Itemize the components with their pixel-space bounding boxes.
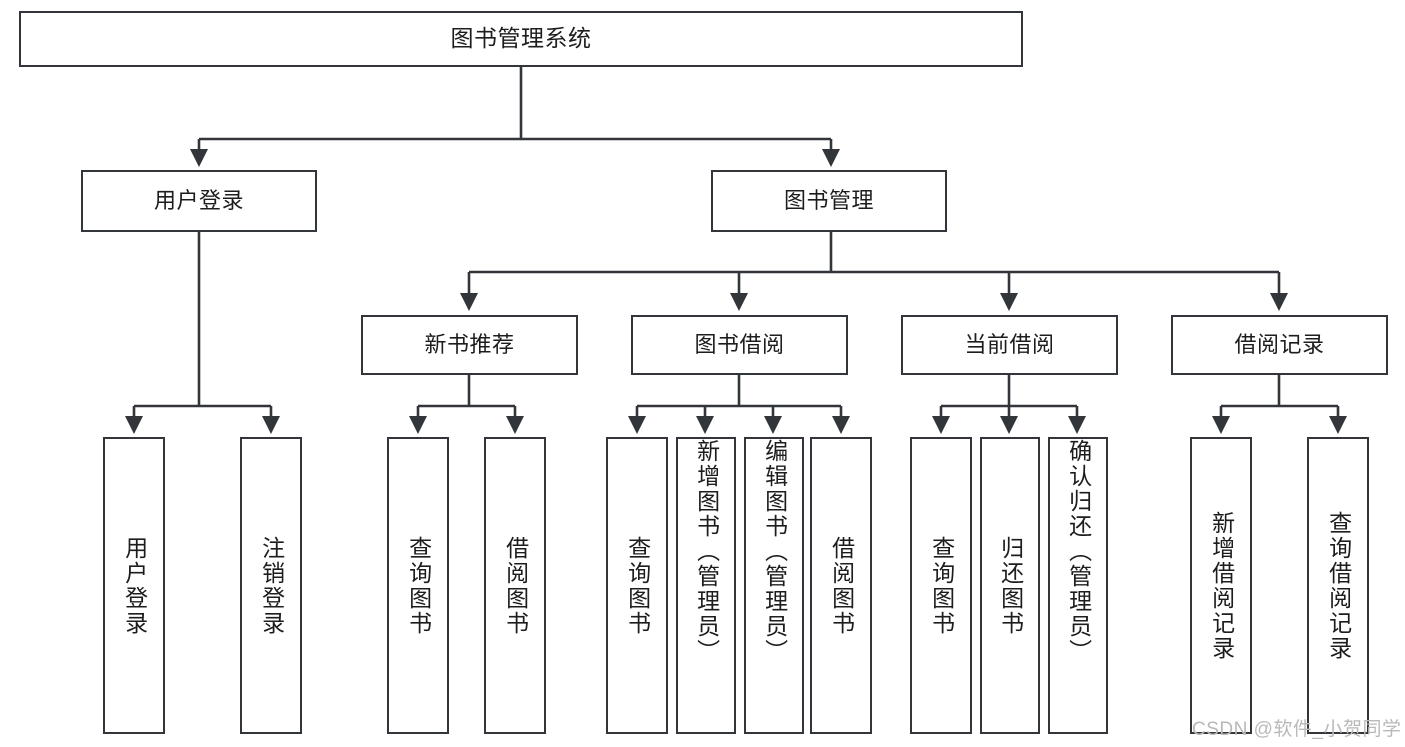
node-new-book-recommend-label: 新书推荐 — [424, 331, 515, 357]
node-borrow-record-label: 借阅记录 — [1234, 331, 1325, 357]
node-leaf-confirm-return[interactable]: 确认归还（管理员） — [1048, 437, 1108, 734]
node-leaf-user-logout-label: 注销登录 — [258, 535, 285, 636]
node-leaf-edit-book[interactable]: 编辑图书（管理员） — [744, 437, 804, 734]
node-leaf-query-book-1[interactable]: 查询图书 — [387, 437, 449, 734]
node-leaf-add-record-label: 新增借阅记录 — [1208, 510, 1235, 661]
node-leaf-borrow-book-1-label: 借阅图书 — [502, 535, 529, 636]
node-leaf-confirm-return-label: 确认归还（管理员） — [1065, 439, 1092, 664]
node-leaf-query-book-1-label: 查询图书 — [405, 535, 432, 636]
node-leaf-query-book-3[interactable]: 查询图书 — [910, 437, 972, 734]
node-leaf-return-book[interactable]: 归还图书 — [980, 437, 1040, 734]
node-leaf-edit-book-label: 编辑图书（管理员） — [761, 439, 788, 664]
node-root[interactable]: 图书管理系统 — [19, 11, 1023, 67]
node-leaf-query-record-label: 查询借阅记录 — [1325, 510, 1352, 661]
node-leaf-query-book-2[interactable]: 查询图书 — [606, 437, 668, 734]
node-borrow-record[interactable]: 借阅记录 — [1171, 315, 1388, 375]
watermark-text: CSDN @软件_小贺同学 — [1192, 719, 1402, 740]
node-book-borrow-label: 图书借阅 — [694, 331, 785, 357]
node-current-borrow-label: 当前借阅 — [964, 331, 1055, 357]
node-leaf-borrow-book-1[interactable]: 借阅图书 — [484, 437, 546, 734]
node-leaf-query-book-2-label: 查询图书 — [624, 535, 651, 636]
node-new-book-recommend[interactable]: 新书推荐 — [361, 315, 578, 375]
node-leaf-user-login-label: 用户登录 — [121, 535, 148, 636]
node-leaf-add-record[interactable]: 新增借阅记录 — [1190, 437, 1252, 734]
node-user-login-label: 用户登录 — [153, 187, 244, 213]
node-user-login[interactable]: 用户登录 — [81, 170, 317, 232]
node-leaf-user-logout[interactable]: 注销登录 — [240, 437, 302, 734]
node-leaf-query-book-3-label: 查询图书 — [928, 535, 955, 636]
node-root-label: 图书管理系统 — [450, 25, 592, 52]
node-book-manage[interactable]: 图书管理 — [711, 170, 947, 232]
node-book-borrow[interactable]: 图书借阅 — [631, 315, 848, 375]
node-leaf-return-book-label: 归还图书 — [997, 535, 1024, 636]
node-current-borrow[interactable]: 当前借阅 — [901, 315, 1118, 375]
node-book-manage-label: 图书管理 — [783, 187, 874, 213]
node-leaf-add-book[interactable]: 新增图书（管理员） — [676, 437, 736, 734]
node-leaf-user-login[interactable]: 用户登录 — [103, 437, 165, 734]
node-leaf-borrow-book-2-label: 借阅图书 — [828, 535, 855, 636]
node-leaf-borrow-book-2[interactable]: 借阅图书 — [810, 437, 872, 734]
node-leaf-query-record[interactable]: 查询借阅记录 — [1307, 437, 1369, 734]
node-leaf-add-book-label: 新增图书（管理员） — [693, 439, 720, 664]
